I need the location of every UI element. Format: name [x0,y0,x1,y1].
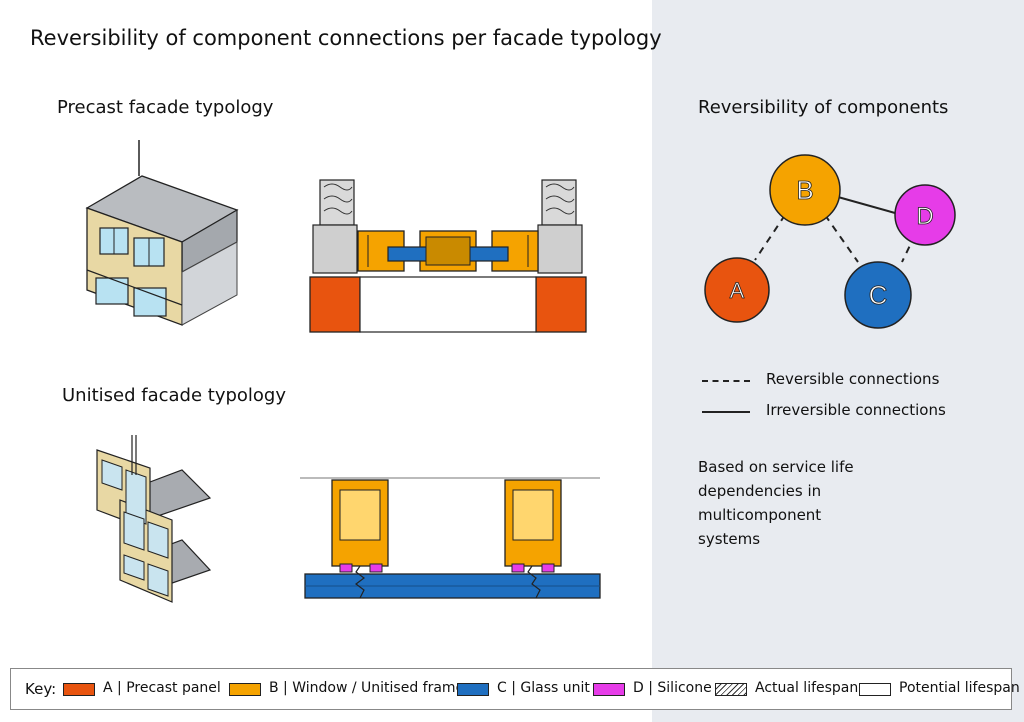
solid-line-icon [702,411,750,413]
page-title: Reversibility of component connections p… [30,26,662,50]
legend-irreversible: Irreversible connections [700,401,1000,421]
key-item-label: A | Precast panel [103,680,221,696]
node-a-label: A [730,278,745,303]
window-frame-swatch [229,683,261,696]
node-c-label: C [869,280,888,310]
node-b: B [769,154,841,226]
edge-b-d [837,196,896,214]
key-item-label: Potential lifespan [899,680,1020,696]
unitised-facade-detail [300,477,601,599]
node-b-label: B [796,175,813,205]
node-b-circle [769,154,841,226]
node-d: D [894,184,956,246]
hatched-swatch [715,683,747,696]
key-item-label: D | Silicone [633,680,712,696]
node-c: C [844,261,912,329]
dashed-line-icon [702,380,750,382]
unitised-facade-sketch [96,435,212,603]
precast-panel-swatch [63,683,95,696]
legend-reversible: Reversible connections [700,370,1000,390]
precast-section-title: Precast facade typology [57,97,274,118]
node-a-circle [704,257,770,323]
legend-irreversible-label: Irreversible connections [766,401,946,419]
glass-unit-swatch [457,683,489,696]
empty-swatch [859,683,891,696]
unitised-section-title: Unitised facade typology [62,385,286,406]
edge-b-c [824,214,859,263]
node-d-label: D [916,203,933,230]
edge-b-a [754,214,786,261]
node-d-circle [894,184,956,246]
node-a: A [704,257,770,323]
node-c-circle [844,261,912,329]
precast-facade-sketch [85,140,239,326]
side-panel [652,0,1024,722]
key-item-label: C | Glass unit [497,680,590,696]
key-item-label: B | Window / Unitised frame [269,680,465,696]
panel-title: Reversibility of components [698,97,949,118]
panel-note: Based on service life dependencies in mu… [698,458,854,548]
silicone-swatch [593,683,625,696]
key-bar: Key: A | Precast panel B | Window / Unit… [10,668,1020,710]
key-item-label: Actual lifespan [755,680,859,696]
precast-facade-detail [309,179,587,333]
key-title: Key: [25,680,57,698]
legend-reversible-label: Reversible connections [766,370,940,388]
reversibility-network-diagram: A B C D [704,154,956,329]
